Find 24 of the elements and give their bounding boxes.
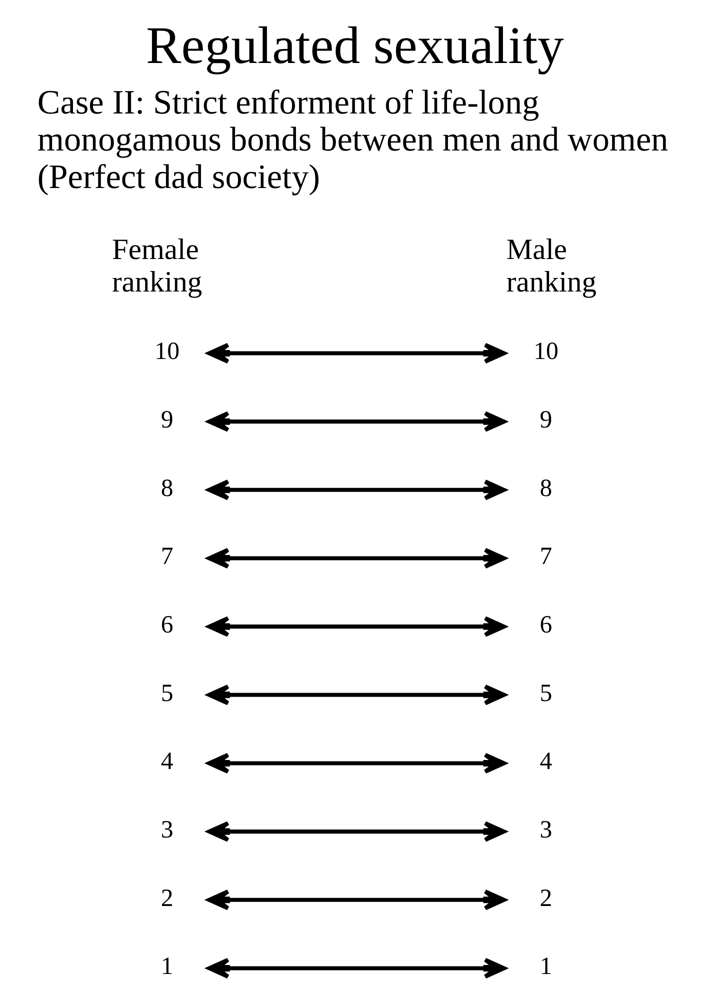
node-text: 8 [160,474,173,502]
label: Case II: Strict enforment of life-long monogamous bonds between men and women (Perfect dad society) [36,84,668,196]
node-text: 5 [160,680,173,707]
node-text: 7 [539,543,552,570]
node-text: 6 [539,611,552,638]
node-text: 9 [539,406,552,434]
node-text: 4 [539,748,552,776]
node-text: 3 [539,816,552,844]
node-text: 10 [154,338,180,366]
node-text: 2 [160,884,173,912]
node-text: 1 [160,953,173,980]
node-text: 5 [539,680,552,707]
node-text: 9 [160,406,173,434]
label: Female ranking [111,234,202,298]
node-text: 4 [160,748,173,776]
node-text: 6 [160,611,173,638]
node-text: 1 [539,953,552,980]
node-text: 3 [160,816,173,844]
node-text: 8 [539,474,552,502]
node-text: 10 [533,338,558,366]
diagram-title: Regulated sexuality [146,17,564,76]
node-text: 2 [539,884,552,912]
node-text: 7 [160,543,173,570]
label: Male ranking [506,234,596,298]
